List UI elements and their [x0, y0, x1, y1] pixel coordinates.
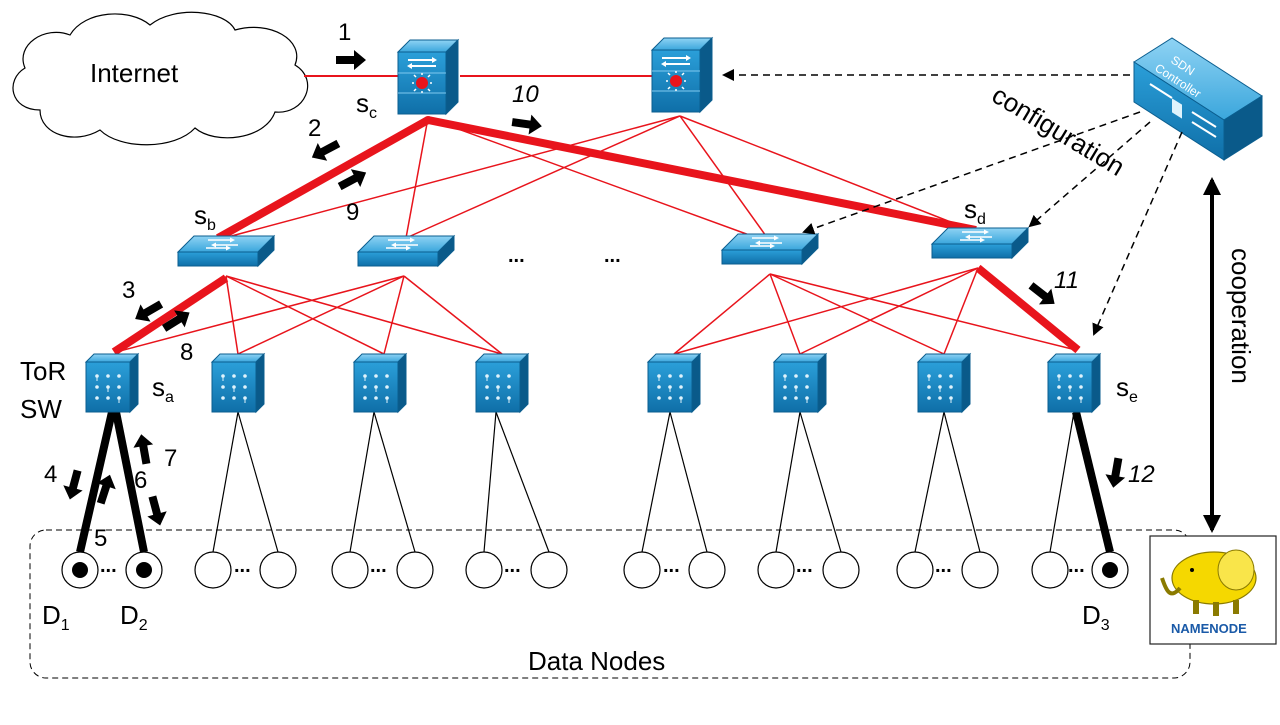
configuration-label: configuration [987, 79, 1130, 181]
core-port-dot [424, 116, 432, 124]
svg-text:10: 10 [512, 81, 539, 108]
agg-switch-2 [357, 235, 455, 267]
svg-text:2: 2 [308, 115, 321, 142]
node-label-d3: D3 [1082, 600, 1110, 634]
svg-text:6: 6 [134, 467, 147, 494]
svg-text:...: ... [504, 555, 521, 577]
tor-switch-3 [353, 353, 407, 413]
tor-node-links [212, 411, 1075, 553]
agg-tor-links [115, 267, 1077, 355]
active-node-dots [72, 562, 1118, 578]
tor-switch-2 [211, 353, 265, 413]
core-switch-sc [397, 39, 459, 115]
hadoop-elephant-icon [1160, 549, 1257, 616]
svg-text:...: ... [1068, 555, 1085, 577]
switch-label-sa: sa [152, 372, 174, 406]
switch-label-sd: sd [964, 194, 986, 228]
node-label-d1: D1 [42, 600, 70, 634]
switch-label-se: se [1116, 372, 1138, 406]
svg-text:1: 1 [338, 19, 351, 46]
agg-ellipsis-1: ... [508, 245, 525, 267]
active-path-links [111, 116, 1081, 356]
tor-label-line2: SW [20, 394, 62, 424]
arrow-icon [131, 432, 157, 466]
svg-text:9: 9 [346, 199, 359, 226]
switch-label-sb: sb [194, 200, 216, 234]
tor-switch-se [1047, 353, 1101, 413]
namenode-label: NAMENODE [1171, 621, 1247, 636]
step-numbers: 1 2 3 4 5 6 7 8 9 10 11 12 [44, 19, 1155, 552]
node-ellipses: ... ... ... ... ... ... ... ... [100, 555, 1085, 577]
node-label-d2: D2 [120, 600, 148, 634]
svg-text:...: ... [796, 555, 813, 577]
svg-text:...: ... [935, 555, 952, 577]
svg-text:4: 4 [44, 461, 57, 488]
sdn-controller-icon [1133, 37, 1263, 161]
svg-text:5: 5 [94, 525, 107, 552]
switch-label-sc: sc [356, 88, 377, 122]
svg-text:...: ... [100, 555, 117, 577]
tor-switch-7 [917, 353, 971, 413]
active-node-links [76, 411, 1114, 553]
internet-label: Internet [90, 58, 179, 88]
cooperation-label: cooperation [1226, 248, 1256, 384]
arrow-icon [1103, 456, 1129, 490]
tor-switch-sa [85, 353, 139, 413]
svg-text:11: 11 [1054, 267, 1079, 294]
svg-text:...: ... [370, 555, 387, 577]
agg-ellipsis-2: ... [604, 245, 621, 267]
cloud-icon [12, 11, 308, 146]
agg-switch-3 [721, 233, 819, 265]
svg-text:12: 12 [1128, 461, 1155, 488]
tor-switch-4 [475, 353, 529, 413]
config-arrows [722, 69, 1183, 336]
core-agg-links [223, 115, 967, 239]
tor-switch-5 [647, 353, 701, 413]
svg-text:7: 7 [164, 445, 177, 472]
arrow-icon [510, 112, 544, 137]
core-switch-2 [651, 37, 713, 113]
data-nodes-label: Data Nodes [528, 646, 665, 676]
svg-text:8: 8 [180, 339, 193, 366]
svg-text:...: ... [234, 555, 251, 577]
svg-text:3: 3 [122, 277, 135, 304]
agg-switch-sb [177, 235, 275, 267]
agg-switch-sd [931, 227, 1029, 259]
data-nodes [61, 551, 1129, 589]
tor-switch-6 [773, 353, 827, 413]
arrow-icon [336, 50, 366, 70]
arrow-icon [142, 493, 170, 529]
arrow-icon [60, 467, 88, 503]
tor-label-line1: ToR [20, 356, 66, 386]
svg-text:...: ... [663, 555, 680, 577]
